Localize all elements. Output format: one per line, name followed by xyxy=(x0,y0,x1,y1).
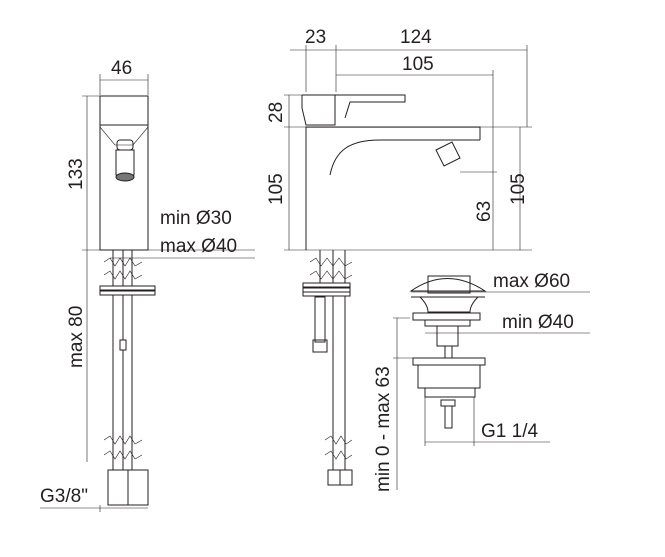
dim-spout-height: 105 xyxy=(508,173,529,205)
spout-recess xyxy=(99,126,149,146)
dim-width: 46 xyxy=(111,58,132,79)
dim-lever-offset: 23 xyxy=(305,27,326,48)
pop-up-waste: max Ø60 min Ø40 min 0 - max 63 G1 1/4 xyxy=(373,271,590,492)
lever-base xyxy=(301,94,336,126)
body xyxy=(99,124,149,251)
dim-lever-height: 28 xyxy=(266,102,287,123)
dim-height: 133 xyxy=(66,158,87,190)
dim-spout-reach: 105 xyxy=(402,54,434,75)
flange xyxy=(99,285,156,291)
hole-max-label: max Ø40 xyxy=(160,236,237,257)
hole-min-label: min Ø40 xyxy=(502,312,574,333)
nozzle-icon xyxy=(435,141,461,167)
thread-label: G1 1/4 xyxy=(481,421,538,442)
aerator-icon xyxy=(115,139,135,182)
cap-max-label: max Ø60 xyxy=(493,271,570,292)
dim-total-depth: 124 xyxy=(400,27,432,48)
spout xyxy=(329,139,480,176)
front-view: 46 133 min Ø30 max Ø40 max 80 G3/8" xyxy=(40,58,255,512)
connection-label: G3/8" xyxy=(40,486,88,507)
dim-thickness: min 0 - max 63 xyxy=(373,366,394,492)
lever-handle xyxy=(335,94,406,119)
side-view: 23 124 105 28 105 105 63 xyxy=(266,27,532,486)
dim-body-height: 105 xyxy=(266,173,287,205)
dim-nozzle-height: 63 xyxy=(474,201,495,222)
dim-deck-max: max 80 xyxy=(66,306,87,368)
lever-block xyxy=(99,95,149,126)
hole-min-label: min Ø30 xyxy=(160,208,232,229)
waste-cap xyxy=(409,278,487,292)
